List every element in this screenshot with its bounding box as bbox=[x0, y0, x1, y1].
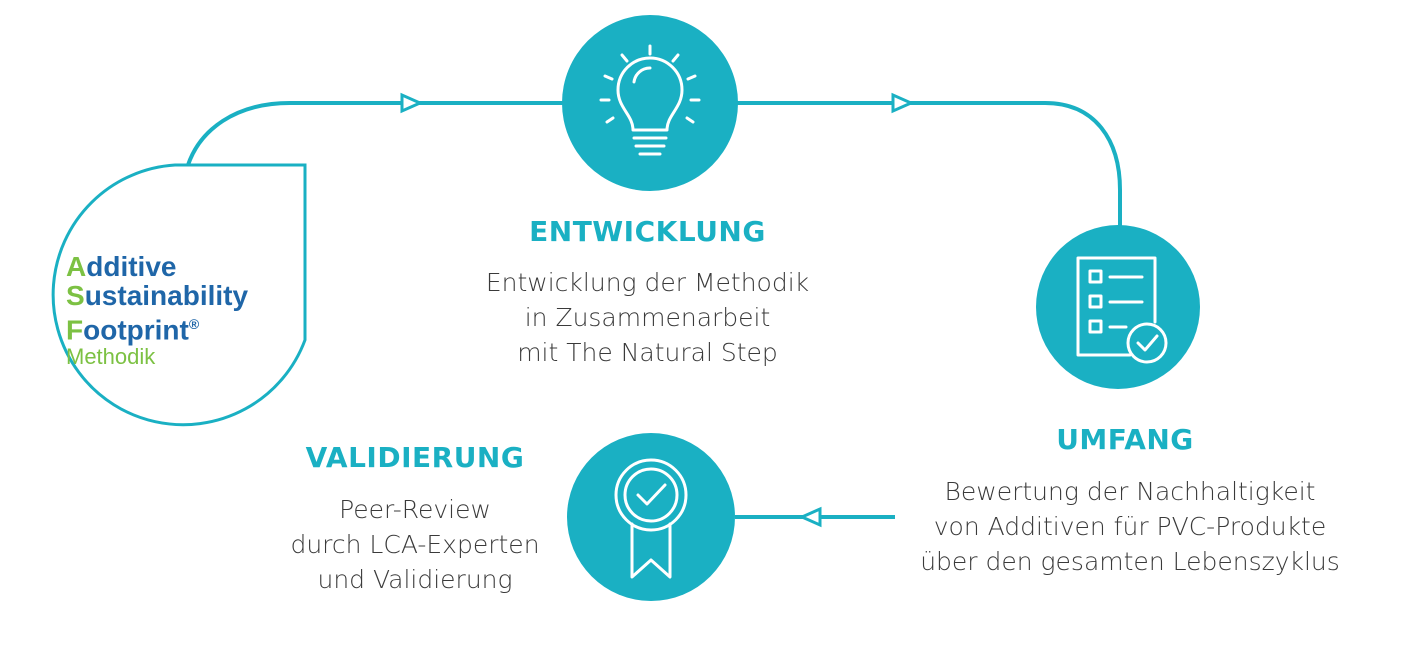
logo-drop-shape bbox=[51, 163, 307, 427]
checklist-icon bbox=[1036, 225, 1200, 389]
stage-title-entwicklung: ENTWICKLUNG bbox=[529, 215, 766, 248]
arrow-left-icon bbox=[798, 506, 822, 528]
lightbulb-icon bbox=[562, 15, 738, 191]
stage-desc-entwicklung: Entwicklung der Methodik in Zusammenarbe… bbox=[485, 268, 810, 367]
arrow-right-icon bbox=[400, 92, 424, 114]
logo-line-footprint: Footprint® bbox=[66, 314, 200, 346]
stage-title-umfang: UMFANG bbox=[1056, 423, 1194, 456]
stage-title-validierung: VALIDIERUNG bbox=[305, 441, 525, 474]
logo-line-additive: Additive bbox=[66, 251, 177, 282]
asf-logo: Additive Sustainability Footprint® Metho… bbox=[66, 252, 248, 370]
stage-desc-umfang: Bewertung der Nachhaltigkeit von Additiv… bbox=[920, 477, 1340, 576]
logo-subtitle: Methodik bbox=[66, 344, 156, 370]
stage-desc-validierung: Peer-Review durch LCA-Experten und Valid… bbox=[290, 495, 540, 594]
arrow-right-icon bbox=[891, 92, 915, 114]
registered-mark: ® bbox=[188, 316, 200, 332]
award-badge-icon bbox=[567, 433, 735, 601]
connector-path bbox=[186, 101, 1122, 228]
logo-line-sustainability: Sustainability bbox=[66, 280, 249, 311]
